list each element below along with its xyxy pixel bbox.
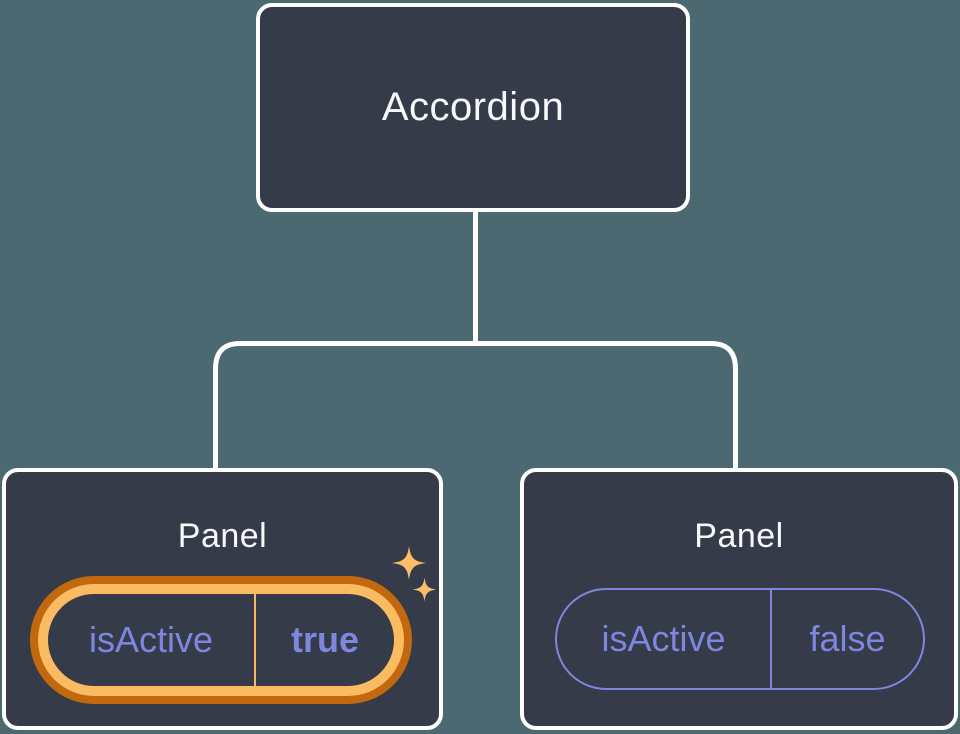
- state-key-label: isActive: [601, 618, 726, 659]
- pill-divider: [254, 594, 256, 686]
- state-pill-active: isActive true: [48, 594, 394, 686]
- state-value-label: true: [290, 619, 359, 660]
- sparkles-icon: [392, 546, 437, 602]
- panel-node-title: Panel: [694, 517, 784, 555]
- accordion-node-label: Accordion: [381, 85, 565, 129]
- panel-node-inactive: Panel isActive false: [520, 468, 958, 730]
- state-pill-inactive: isActive false: [555, 588, 925, 690]
- state-key-label: isActive: [88, 619, 214, 660]
- pill-divider: [770, 590, 772, 688]
- panel-node-active: Panel isActive true: [2, 468, 443, 730]
- state-pill-highlight-ring-inner: isActive true: [38, 584, 404, 696]
- state-value-label: false: [809, 618, 886, 659]
- panel-node-title: Panel: [177, 517, 268, 555]
- accordion-node: Accordion: [256, 3, 690, 212]
- state-pill-highlight-ring: isActive true: [30, 576, 412, 704]
